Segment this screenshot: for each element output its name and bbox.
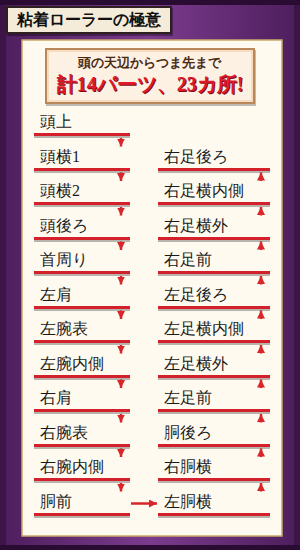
flow-arrow xyxy=(120,345,123,354)
body-part-step: 頭横2 xyxy=(34,181,130,205)
part-label: 首周り xyxy=(40,250,126,270)
title-plaque: 粘着ローラーの極意 xyxy=(6,6,172,34)
part-label: 右腕表 xyxy=(40,423,126,443)
flow-arrow xyxy=(120,207,123,216)
body-part-step: 胴前 xyxy=(34,492,130,516)
part-label: 左足横内側 xyxy=(164,319,266,339)
body-part-step: 左肩 xyxy=(34,285,130,309)
part-label: 頭横2 xyxy=(40,181,126,201)
part-label: 左胴横 xyxy=(164,492,266,512)
part-label: 右足横内側 xyxy=(164,181,266,201)
body-part-step: 左足前 xyxy=(158,388,270,412)
body-part-step: 右腕表 xyxy=(34,423,130,447)
body-part-step: 右足横内側 xyxy=(158,181,270,205)
part-label: 左腕表 xyxy=(40,319,126,339)
body-part-step: 左腕内側 xyxy=(34,354,130,378)
part-label: 左足横外 xyxy=(164,354,266,374)
flow-arrow xyxy=(120,276,123,285)
scroll-rod xyxy=(0,0,300,5)
body-part-step: 首周り xyxy=(34,250,130,274)
part-label: 左足前 xyxy=(164,388,266,408)
body-part-step: 胴後ろ xyxy=(158,423,270,447)
flow-arrow xyxy=(260,311,263,320)
body-part-step: 右足前 xyxy=(158,250,270,274)
scroll-cloth xyxy=(6,3,294,547)
body-part-step: 頭後ろ xyxy=(34,216,130,240)
part-label: 右足横外 xyxy=(164,216,266,236)
flow-arrow xyxy=(260,483,263,492)
headline-count: 計14パーツ、23カ所! xyxy=(57,71,244,97)
part-label: 胴後ろ xyxy=(164,423,266,443)
flow-arrow xyxy=(260,380,263,389)
part-label: 右足前 xyxy=(164,250,266,270)
flow-arrow xyxy=(260,242,263,251)
flow-arrow xyxy=(120,449,123,458)
summary-box: 頭の天辺からつま先まで計14パーツ、23カ所! xyxy=(45,48,256,104)
part-label: 右肩 xyxy=(40,388,126,408)
body-part-step: 左胴横 xyxy=(158,492,270,516)
flow-arrow xyxy=(260,207,263,216)
body-part-step: 頭上 xyxy=(34,112,130,136)
flow-arrow xyxy=(131,502,157,505)
paper-panel xyxy=(22,40,282,536)
part-label: 右胴横 xyxy=(164,457,266,477)
part-label: 右腕内側 xyxy=(40,457,126,477)
body-part-step: 頭横1 xyxy=(34,147,130,171)
flow-arrow xyxy=(120,311,123,320)
part-label: 胴前 xyxy=(40,492,126,512)
flow-arrow xyxy=(260,449,263,458)
part-label: 左足後ろ xyxy=(164,285,266,305)
body-part-step: 左足後ろ xyxy=(158,285,270,309)
flow-arrow xyxy=(120,380,123,389)
sub-heading: 頭の天辺からつま先まで xyxy=(57,54,244,71)
flow-arrow xyxy=(260,276,263,285)
body-part-step: 右腕内側 xyxy=(34,457,130,481)
flow-arrow xyxy=(260,173,263,182)
body-part-step: 右胴横 xyxy=(158,457,270,481)
body-part-step: 右肩 xyxy=(34,388,130,412)
flow-arrow xyxy=(120,138,123,147)
flow-arrow xyxy=(120,173,123,182)
body-part-step: 右足横外 xyxy=(158,216,270,240)
part-label: 左肩 xyxy=(40,285,126,305)
part-label: 頭後ろ xyxy=(40,216,126,236)
part-label: 頭上 xyxy=(40,112,126,132)
flow-arrow xyxy=(120,483,123,492)
scroll-rod xyxy=(0,545,300,550)
body-part-step: 左足横内側 xyxy=(158,319,270,343)
part-label: 右足後ろ xyxy=(164,147,266,167)
body-part-step: 左腕表 xyxy=(34,319,130,343)
flow-arrow xyxy=(260,414,263,423)
flow-arrow xyxy=(120,414,123,423)
body-part-step: 左足横外 xyxy=(158,354,270,378)
flow-arrow xyxy=(120,242,123,251)
part-label: 左腕内側 xyxy=(40,354,126,374)
flow-arrow xyxy=(260,345,263,354)
body-part-step: 右足後ろ xyxy=(158,147,270,171)
part-label: 頭横1 xyxy=(40,147,126,167)
